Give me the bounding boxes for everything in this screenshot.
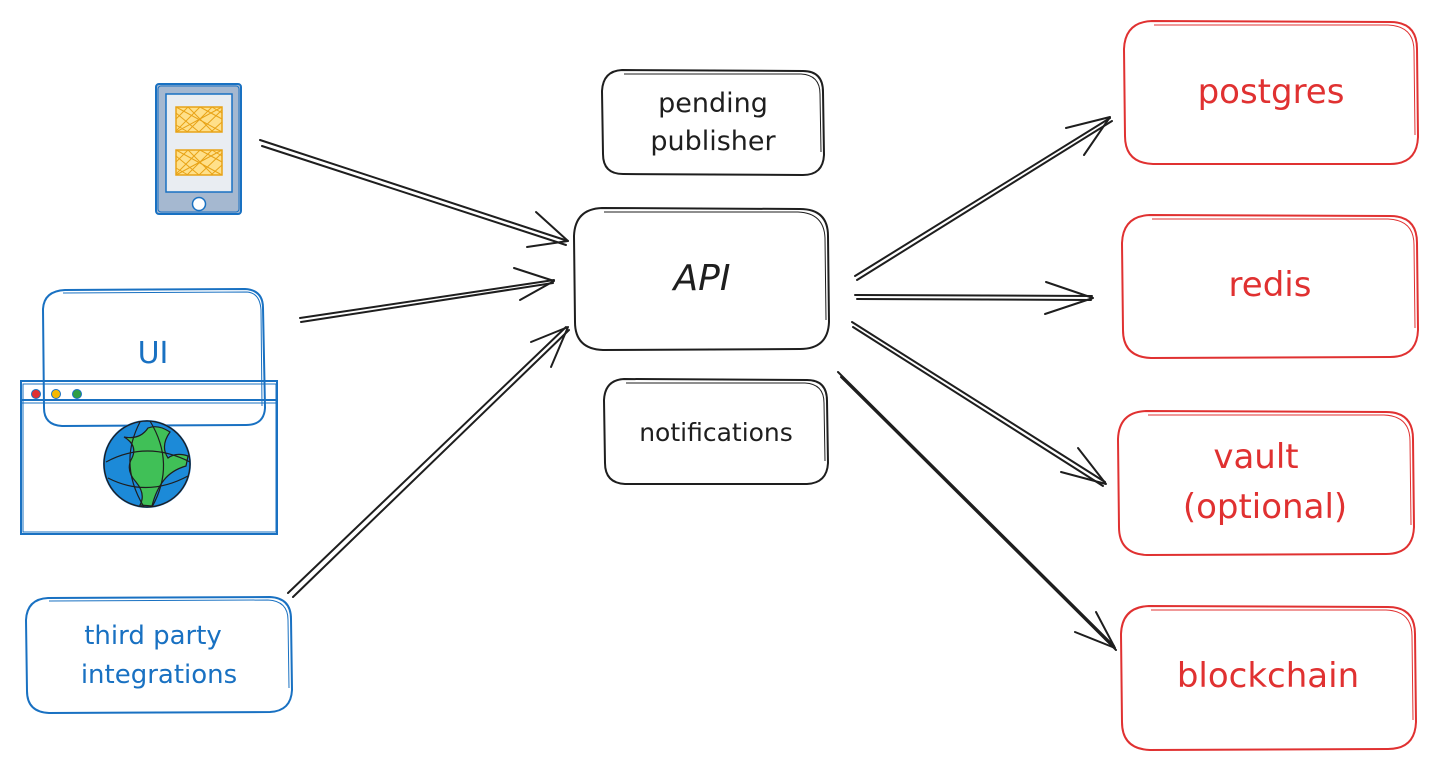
browser-window-icon [20,287,278,535]
vault-label-line2: (optional) [1183,487,1347,527]
postgres-box: postgres [1122,19,1420,165]
arrow-api-to-redis [854,281,1094,315]
tablet-home-button [191,196,207,212]
ui-label: UI [138,336,169,371]
api-label: API [672,258,731,299]
window-close-dot [31,389,41,399]
tablet-device-icon [155,83,242,215]
vault-label-line1: vault [1213,437,1298,477]
arrow-tablet-to-api [259,139,569,248]
third-party-integrations-box: third party integrations [24,595,294,715]
pending-publisher-line1: pending [658,88,768,119]
api-box: API [572,206,831,352]
vault-box: vault (optional) [1116,409,1416,557]
ui-card-outline [41,287,267,428]
pending-publisher-box: pending publisher [600,68,826,177]
postgres-label: postgres [1198,72,1345,112]
redis-box: redis [1120,213,1420,360]
window-minimize-dot [51,389,61,399]
pending-publisher-line2: publisher [650,126,776,157]
arrow-api-to-blockchain [837,371,1117,651]
third-party-label-line2: integrations [81,660,237,690]
notifications-label: notifications [639,418,793,447]
arrow-api-to-postgres [854,116,1113,281]
arrow-thirdparty-to-api [287,326,570,598]
redis-label: redis [1229,265,1312,305]
third-party-label-line1: third party [84,621,222,651]
blockchain-label: blockchain [1177,656,1359,696]
arrows [259,116,1117,651]
window-maximize-dot [72,389,82,399]
notifications-box: notifications [602,377,830,485]
blockchain-box: blockchain [1119,604,1418,752]
browser-frame [20,380,278,535]
globe-icon [103,420,191,508]
arrow-ui-to-api [299,267,555,323]
arrow-api-to-vault [851,321,1107,487]
